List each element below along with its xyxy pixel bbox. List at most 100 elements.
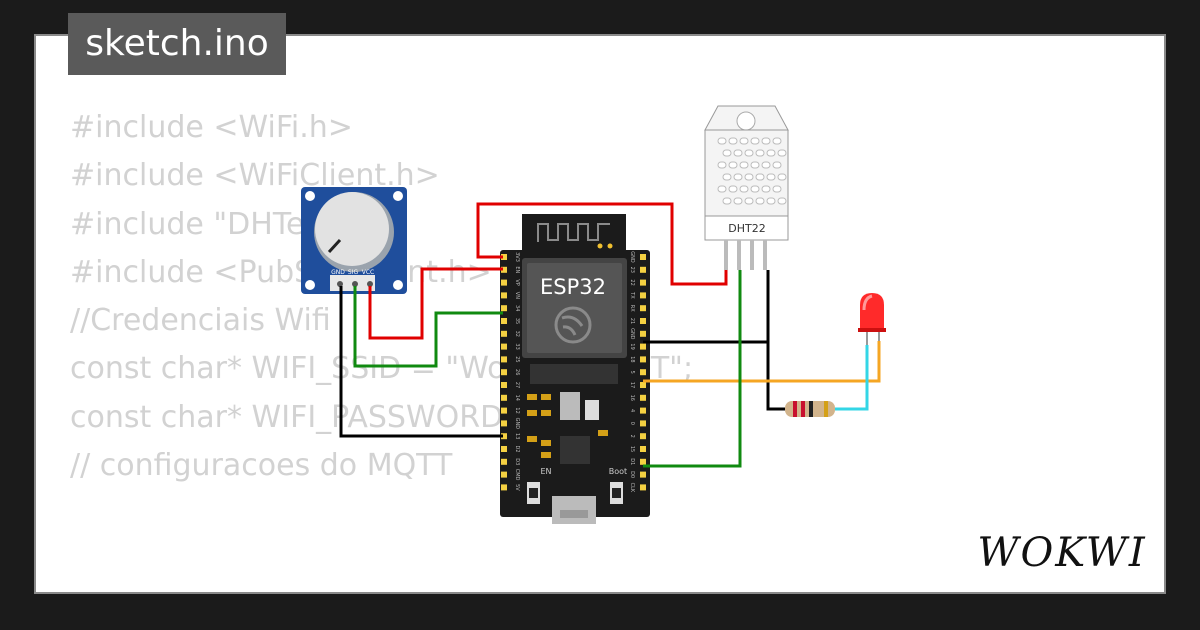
red-led[interactable]	[858, 293, 886, 345]
dht22-vent-hole	[772, 137, 782, 145]
dht22-vent-hole	[717, 185, 727, 193]
esp32-pin[interactable]	[640, 279, 646, 286]
potentiometer[interactable]: GND SIG VCC	[301, 187, 407, 294]
esp32-pin-label: 35	[514, 318, 520, 324]
esp32-pin[interactable]	[640, 420, 646, 427]
dht22-vent-hole	[739, 161, 749, 169]
esp32-pin[interactable]	[640, 343, 646, 350]
dht22-vent-hole	[728, 161, 738, 169]
esp32-pin[interactable]	[501, 484, 507, 491]
wire-black-dht-gnd[interactable]	[643, 270, 770, 344]
esp32-pin[interactable]	[501, 471, 507, 478]
esp32-pin[interactable]	[640, 382, 646, 388]
esp32-pin-headers[interactable]: 3V3ENVPVN343532332526271412GND13D2D3CMD5…	[501, 251, 646, 493]
pot-knob-indicator	[327, 238, 342, 254]
code-line: #include <WiFi.h>	[70, 110, 353, 145]
esp32-pin-label: CMD	[514, 469, 520, 481]
esp32-pin[interactable]	[640, 471, 646, 478]
dht22-vent-hole	[722, 173, 732, 181]
esp32-pin[interactable]	[640, 369, 646, 376]
esp32-pin-label: 5V	[514, 484, 520, 491]
esp32-pin-label: 15	[629, 446, 635, 452]
esp32-pin-label: GND	[514, 418, 520, 430]
pot-pin-gnd-label: GND	[331, 269, 345, 276]
esp32-pin[interactable]	[501, 279, 507, 286]
espressif-logo-icon	[554, 306, 592, 344]
esp32-pin-label: 21	[629, 318, 635, 324]
esp32-pin[interactable]	[640, 446, 646, 452]
esp32-pin[interactable]	[501, 330, 507, 337]
esp32-pin-label: 4	[629, 409, 635, 412]
esp32-pin-label: 26	[514, 369, 520, 375]
dht22-vent-hole	[755, 149, 765, 157]
esp32-pin[interactable]	[501, 458, 507, 465]
file-name-tab[interactable]: sketch.ino	[68, 13, 286, 75]
esp32-pin[interactable]	[501, 433, 507, 440]
dht22-label: DHT22	[728, 222, 765, 235]
esp32-pin[interactable]	[501, 446, 507, 452]
esp32-pin[interactable]	[640, 407, 646, 414]
esp32-pin[interactable]	[501, 254, 507, 260]
esp32-pin[interactable]	[501, 343, 507, 350]
esp32-pin[interactable]	[640, 458, 646, 465]
esp32-pin[interactable]	[640, 292, 646, 299]
esp32-label: ESP32	[540, 275, 606, 299]
dht22-sensor[interactable]: DHT22	[704, 105, 789, 270]
dht22-vent-grid	[717, 137, 787, 205]
esp32-pin-label: GND	[629, 251, 635, 263]
esp32-pin[interactable]	[640, 433, 646, 440]
dht22-vent-hole	[717, 161, 727, 169]
esp32-pin-label: 23	[629, 267, 635, 273]
dht22-vent-hole	[744, 173, 754, 181]
esp32-pin[interactable]	[640, 484, 646, 491]
esp32-pin[interactable]	[501, 420, 507, 427]
esp32-pin[interactable]	[640, 394, 646, 401]
esp32-pin-label: EN	[514, 266, 520, 273]
esp32-pin-label: 5	[629, 371, 635, 374]
dht22-vent-hole	[761, 161, 771, 169]
esp32-pin[interactable]	[501, 266, 507, 273]
wire-green-pot-sig[interactable]	[353, 286, 503, 368]
esp32-pin[interactable]	[640, 330, 646, 337]
wire-red-pot-vcc[interactable]	[368, 267, 503, 340]
esp32-pin[interactable]	[640, 356, 646, 363]
code-line: //Credenciais Wifi	[70, 303, 331, 339]
esp32-board[interactable]: ESP32 EN Boot 3V3ENVPVN34353233252627141…	[500, 214, 650, 524]
dht22-vent-hole	[761, 137, 771, 145]
esp32-pin[interactable]	[501, 369, 507, 376]
esp32-pin-label: 17	[629, 382, 635, 388]
esp32-pin-label: VN	[514, 292, 520, 299]
esp32-pin-label: 12	[514, 407, 520, 413]
esp32-pin-label: D0	[629, 471, 635, 478]
wire-red-dht-vcc[interactable]	[476, 202, 728, 286]
wire-orange-led[interactable]	[643, 341, 881, 383]
dht22-vent-hole	[766, 149, 776, 157]
esp32-pin-label: CLK	[629, 483, 635, 493]
wire-cyan-led[interactable]	[835, 345, 869, 411]
esp32-pin-label: 27	[514, 382, 520, 388]
esp32-pin[interactable]	[501, 382, 507, 388]
esp32-pin[interactable]	[501, 305, 507, 312]
esp32-pin[interactable]	[640, 254, 646, 260]
dht22-vent-hole	[733, 197, 743, 205]
esp32-pin[interactable]	[640, 266, 646, 273]
wire-black-resistor-gnd[interactable]	[760, 340, 785, 411]
esp32-pin-label: TX	[629, 291, 635, 299]
wokwi-logo-text: WOKWI	[977, 530, 1146, 576]
esp32-pin[interactable]	[501, 356, 507, 363]
boot-label: Boot	[609, 467, 627, 476]
esp32-pin[interactable]	[501, 407, 507, 414]
dht22-vent-hole	[728, 137, 738, 145]
wire-green-dht-data[interactable]	[643, 270, 742, 468]
esp32-pin[interactable]	[640, 305, 646, 312]
esp32-pin[interactable]	[640, 318, 646, 324]
esp32-pin[interactable]	[501, 394, 507, 401]
esp32-pin[interactable]	[501, 318, 507, 324]
esp32-pin-label: 19	[629, 343, 635, 349]
dht22-vent-hole	[750, 137, 760, 145]
wire-black-pot-gnd[interactable]	[339, 286, 503, 438]
esp32-pin[interactable]	[501, 292, 507, 299]
esp32-pin-label: 2	[629, 435, 635, 438]
dht22-vent-hole	[744, 149, 754, 157]
